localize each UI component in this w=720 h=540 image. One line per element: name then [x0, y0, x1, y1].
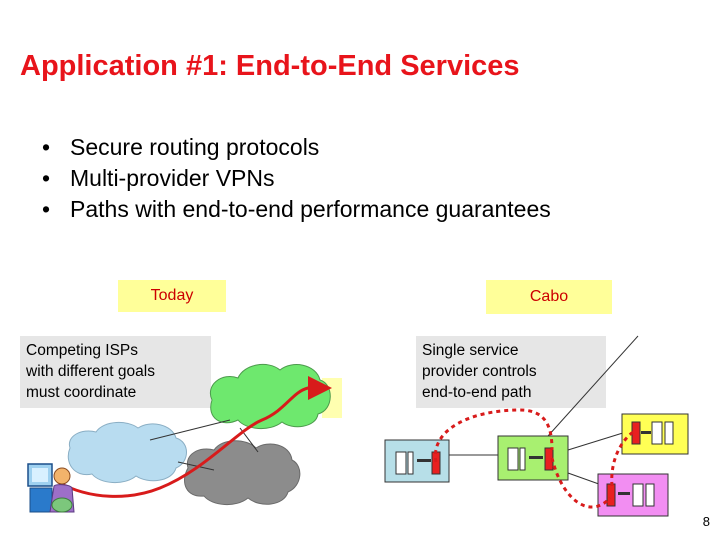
today-network	[27, 363, 342, 513]
left-caption: Competing ISPs with different goals must…	[20, 336, 211, 408]
bullet-item: • Paths with end-to-end performance guara…	[42, 194, 551, 225]
caption-line: with different goals	[26, 363, 155, 380]
isp-cloud-blue	[67, 422, 187, 483]
link-line	[567, 431, 627, 451]
cabo-network	[384, 335, 689, 517]
bullet-glyph: •	[42, 165, 51, 191]
cabo-label: Cabo	[486, 280, 612, 314]
workstation-user-icon	[27, 463, 75, 513]
router-blue	[384, 439, 450, 483]
bullet-text: Secure routing protocols	[70, 134, 320, 160]
cabo-path	[433, 408, 554, 463]
caption-line: Competing ISPs	[26, 342, 138, 359]
router-green	[497, 435, 569, 481]
isp-cloud-gray	[184, 440, 301, 505]
bullet-text: Paths with end-to-end performance guaran…	[70, 196, 551, 222]
today-path	[57, 376, 332, 498]
router-yellow	[621, 413, 689, 455]
router-pink	[597, 473, 669, 517]
isp-cloud-green	[209, 363, 331, 429]
right-caption: Single service provider controls end-to-…	[416, 336, 606, 408]
caption-line: Single service	[422, 342, 519, 359]
bullet-text: Multi-provider VPNs	[70, 165, 275, 191]
page-number: 8	[702, 514, 710, 529]
caption-line: end-to-end path	[422, 384, 532, 401]
cabo-path	[550, 457, 612, 509]
bullet-list: • Secure routing protocols • Multi-provide…	[42, 132, 551, 225]
bullet-item: • Multi-provider VPNs	[42, 163, 551, 194]
today-label: Today	[118, 280, 226, 312]
slide-title: Application #1: End-to-End Services	[20, 50, 520, 82]
caption-line: must coordinate	[26, 384, 137, 401]
link-line	[149, 419, 231, 441]
bullet-glyph: •	[42, 134, 51, 160]
cabo-path	[610, 428, 637, 487]
bullet-glyph: •	[42, 196, 51, 222]
link-line	[547, 335, 639, 437]
caption-line: provider controls	[422, 363, 537, 380]
link-line	[177, 461, 215, 471]
bullet-item: • Secure routing protocols	[42, 132, 551, 163]
